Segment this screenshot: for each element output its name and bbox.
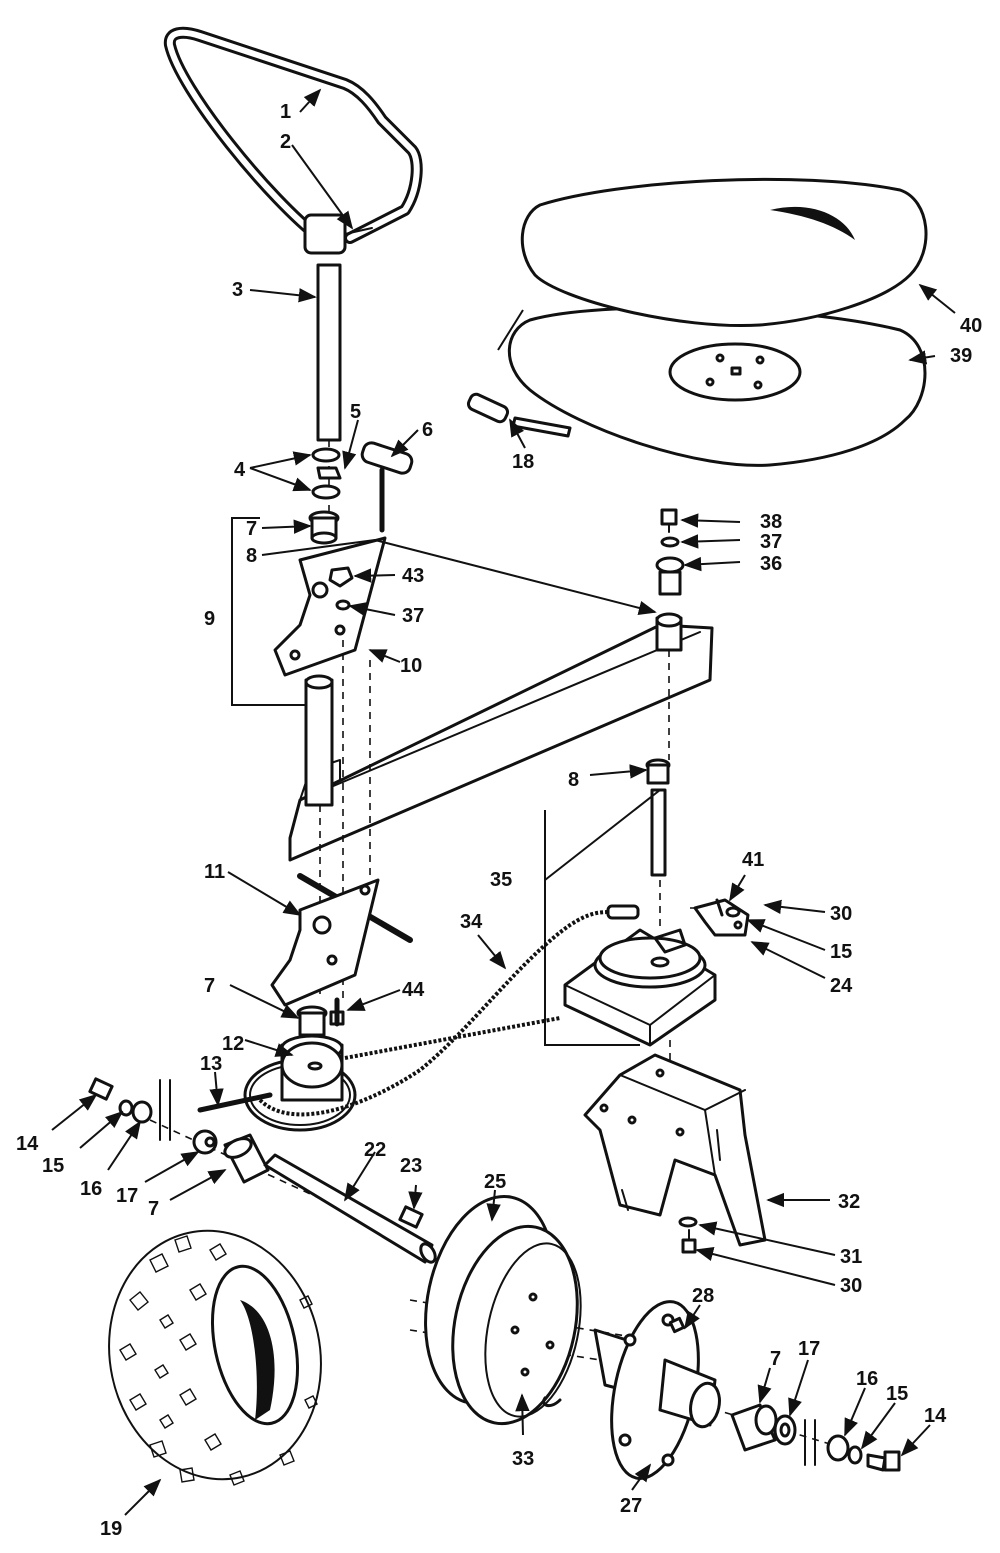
- cable-clamp: [693, 898, 750, 937]
- callout-16-left: 16: [80, 1178, 102, 1200]
- wheel-hub: [593, 1300, 721, 1480]
- callout-13: 13: [200, 1053, 222, 1075]
- callout-17-left: 17: [116, 1185, 138, 1207]
- callout-44: 44: [402, 979, 425, 1001]
- wheel-rim: [424, 1194, 582, 1426]
- callout-35: 35: [490, 869, 512, 891]
- callout-34: 34: [460, 911, 483, 933]
- steering-shaft: [316, 263, 342, 520]
- callout-7-middle: 7: [204, 975, 215, 997]
- callout-11: 11: [204, 861, 225, 883]
- mount-bracket: [583, 1053, 767, 1247]
- callout-18: 18: [512, 451, 534, 473]
- callout-14-right: 14: [924, 1405, 947, 1427]
- callout-40: 40: [960, 315, 982, 337]
- steering-wheel: [163, 26, 423, 255]
- callout-16-right: 16: [856, 1368, 878, 1390]
- bushing-lower: [296, 997, 345, 1037]
- callout-8-lower: 8: [568, 769, 579, 791]
- axle-hardware-left: [88, 1077, 270, 1184]
- callout-14-left: 14: [16, 1133, 39, 1155]
- callout-41: 41: [742, 849, 764, 871]
- plate-lower: [270, 873, 413, 1007]
- bushing-upper: [308, 510, 340, 545]
- callout-43: 43: [402, 565, 424, 587]
- callout-6: 6: [422, 419, 433, 441]
- callout-39: 39: [950, 345, 972, 367]
- callout-33: 33: [512, 1448, 534, 1470]
- pulley-bracket: [563, 928, 717, 1047]
- callout-5: 5: [350, 401, 361, 423]
- callout-17-right: 17: [798, 1338, 820, 1360]
- callout-23: 23: [400, 1155, 422, 1177]
- callout-37-right: 37: [760, 531, 782, 553]
- callout-labels: 1 2 3 5 6 4 7 8 43 37 9 10 38 37 36 18 4…: [16, 101, 982, 1540]
- callout-28: 28: [692, 1285, 714, 1307]
- front-axle-beam: [288, 612, 714, 862]
- steering-cable: [258, 904, 640, 1117]
- callout-24: 24: [830, 975, 853, 997]
- shaft-washers: [311, 447, 342, 500]
- callout-leaders: [51, 88, 956, 1516]
- callout-32: 32: [838, 1191, 860, 1213]
- grease-fitting: [398, 1205, 424, 1229]
- callout-12: 12: [222, 1033, 244, 1055]
- axle-tube: [263, 1153, 437, 1264]
- callout-3: 3: [232, 279, 243, 301]
- callout-9: 9: [204, 608, 215, 630]
- bracket-bolt: [678, 1216, 698, 1254]
- callout-7-upper: 7: [246, 518, 257, 540]
- callout-30-upper: 30: [830, 903, 852, 925]
- callout-7-right: 7: [770, 1348, 781, 1370]
- group-brackets: [231, 517, 661, 1046]
- seat-pan: [507, 306, 927, 467]
- callout-4: 4: [234, 459, 246, 481]
- callout-7-left: 7: [148, 1198, 159, 1220]
- callout-38: 38: [760, 511, 782, 533]
- callout-22: 22: [364, 1139, 386, 1161]
- kingpin-hardware: [645, 508, 685, 877]
- callout-27: 27: [620, 1495, 642, 1517]
- plate-upper: [273, 536, 387, 677]
- axle-hardware-right: [730, 1403, 901, 1472]
- t-handle-pin: [360, 441, 414, 533]
- callout-30-lower: 30: [840, 1275, 862, 1297]
- front-tire: [108, 1229, 322, 1486]
- callout-15-upper: 15: [830, 941, 852, 963]
- callout-1: 1: [280, 101, 291, 123]
- callout-2: 2: [280, 131, 291, 153]
- callout-36: 36: [760, 553, 782, 575]
- callout-15-left: 15: [42, 1155, 64, 1177]
- callout-25: 25: [484, 1171, 506, 1193]
- seat-cushion: [520, 177, 928, 328]
- callout-37-left: 37: [402, 605, 424, 627]
- callout-19: 19: [100, 1518, 122, 1540]
- callout-15-right: 15: [886, 1383, 908, 1405]
- callout-31: 31: [840, 1246, 862, 1268]
- callout-8-upper: 8: [246, 545, 257, 567]
- callout-10: 10: [400, 655, 422, 677]
